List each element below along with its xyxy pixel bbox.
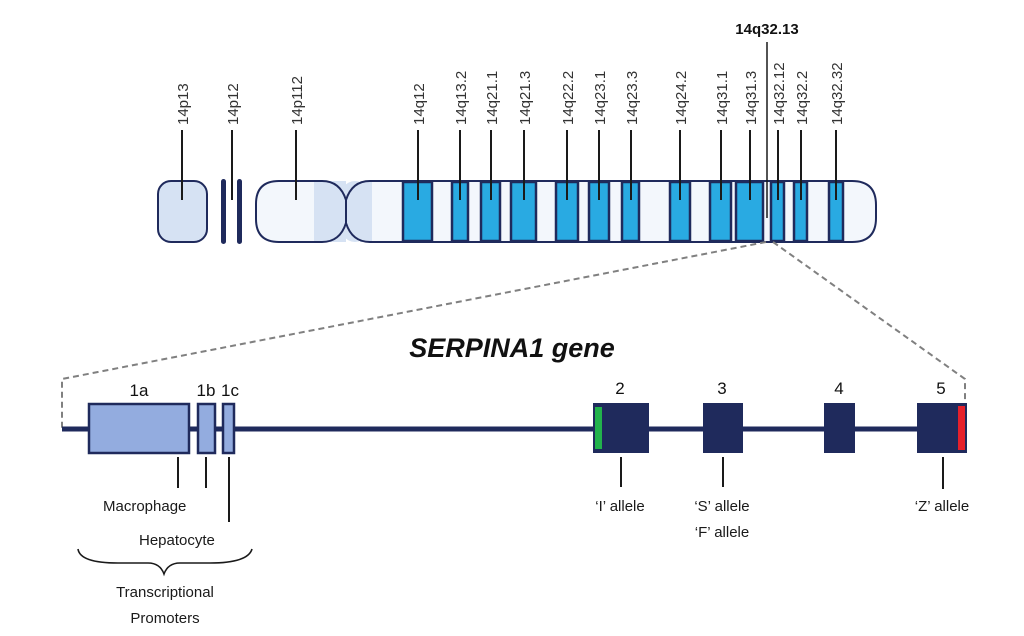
q-arm-labels: 14q12 14q13.2 14q21.1 14q21.3 14q22.2 14q23.1…	[411, 62, 846, 200]
exon-4	[824, 403, 855, 453]
allele-F-label: ‘F’ allele	[695, 524, 749, 541]
band-label-14q12: 14q12	[411, 83, 428, 125]
exon-label-1a: 1a	[130, 381, 149, 400]
gene-title: SERPINA1 gene	[409, 333, 615, 363]
exon-3	[703, 403, 743, 453]
band-label-14q21-3: 14q21.3	[517, 71, 534, 125]
allele-Z-marker	[958, 406, 965, 450]
band-label-14q32-32: 14q32.32	[829, 62, 846, 125]
band-label-14p13: 14p13	[175, 83, 192, 125]
allele-I-marker	[595, 407, 602, 449]
band-label-14q13-2: 14q13.2	[453, 71, 470, 125]
band-label-14q31-3: 14q31.3	[743, 71, 760, 125]
allele-Z-label: ‘Z’ allele	[915, 498, 969, 515]
chrom-p12-stalk-left	[221, 179, 226, 244]
exon-label-1b: 1b	[197, 381, 216, 400]
exon-1a	[87, 402, 191, 455]
chrom-p112-outline	[255, 180, 347, 243]
exon-1c	[221, 402, 236, 455]
chrom-p12-stalk-right	[237, 179, 242, 244]
promoters-label-line1: Transcriptional	[116, 584, 214, 601]
chrom-q-arm-outline	[345, 180, 877, 243]
p-arm-labels: 14p13 14p12 14p112	[175, 76, 306, 200]
exon-label-3: 3	[717, 379, 726, 398]
macrophage-label: Macrophage	[103, 498, 186, 515]
band-label-14q32-12: 14q32.12	[771, 62, 788, 125]
zoom-line-right	[772, 241, 966, 404]
hepatocyte-label: Hepatocyte	[139, 532, 215, 549]
zoom-line-left	[61, 241, 767, 430]
exon-label-1c: 1c	[221, 381, 239, 400]
band-label-14q23-3: 14q23.3	[624, 71, 641, 125]
serpina1-gene: SERPINA1 gene 1a 1b 1c 2 3 4 5 Mac	[62, 333, 969, 627]
highlight-locus: 14q32.13	[735, 21, 799, 218]
band-label-14q22-2: 14q22.2	[560, 71, 577, 125]
band-label-14q23-1: 14q23.1	[592, 71, 609, 125]
exon-2	[593, 403, 649, 453]
exon-1b	[196, 402, 217, 455]
zoom-indicator	[61, 241, 966, 430]
highlight-locus-label: 14q32.13	[735, 21, 798, 38]
promoters-brace	[77, 548, 253, 577]
exon-label-4: 4	[834, 379, 843, 398]
allele-I-label: ‘I’ allele	[595, 498, 644, 515]
band-label-14p12: 14p12	[225, 83, 242, 125]
band-label-14q31-1: 14q31.1	[714, 71, 731, 125]
band-label-14p112: 14p112	[289, 76, 306, 125]
chrom-main-body	[255, 180, 877, 243]
band-label-14q32-2: 14q32.2	[794, 71, 811, 125]
allele-S-label: ‘S’ allele	[694, 498, 749, 515]
exon-label-2: 2	[615, 379, 624, 398]
band-label-14q24-2: 14q24.2	[673, 71, 690, 125]
promoters-label-line2: Promoters	[130, 610, 199, 627]
band-label-14q21-1: 14q21.1	[484, 71, 501, 125]
exon-label-5: 5	[936, 379, 945, 398]
